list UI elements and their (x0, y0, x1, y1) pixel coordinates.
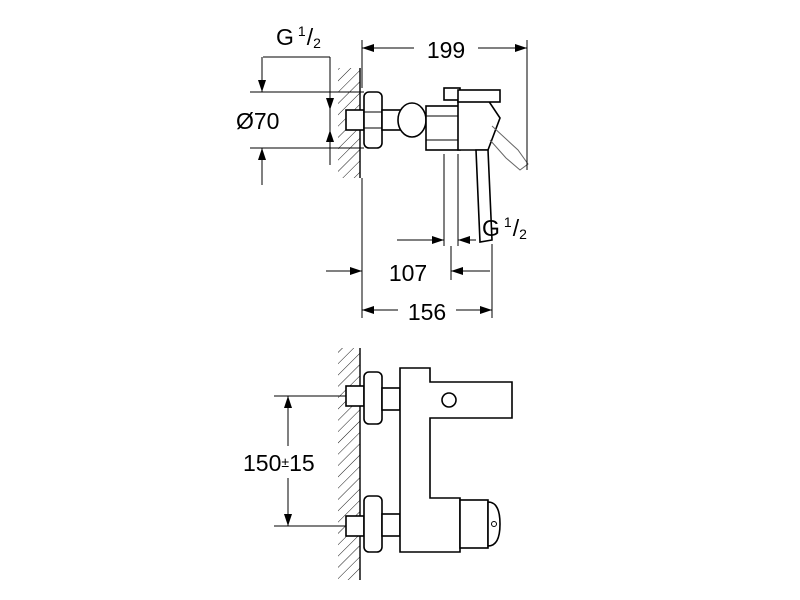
upper-inlet-pipe (345, 385, 365, 407)
dimension-spout-projection: 107 (326, 178, 490, 318)
spout (475, 149, 493, 243)
label-199: 199 (427, 37, 465, 63)
dimension-centre-distance: 150±15 (243, 395, 346, 527)
rosette (363, 91, 383, 149)
lower-inlet-pipe (345, 515, 365, 537)
front-view: 150±15 (243, 348, 513, 580)
label-156: 156 (408, 299, 446, 325)
centre-distance-label: 150±15 (243, 450, 315, 476)
upper-rosette (363, 371, 383, 425)
upper-union-nut (381, 387, 401, 411)
diverter-knob (459, 499, 489, 549)
front-mixer-body (399, 367, 513, 553)
lower-rosette (363, 495, 383, 553)
lever-alt-position (489, 125, 529, 171)
label-diameter: Ø70 (236, 108, 279, 134)
inlet-pipe (345, 109, 365, 131)
wall-front (338, 348, 361, 580)
lever-handle (457, 89, 501, 103)
lower-union-nut (381, 513, 401, 537)
dimension-body-projection: 156 (362, 244, 493, 325)
label-107: 107 (389, 260, 427, 286)
lever-housing (457, 99, 501, 151)
lever-pivot (441, 392, 457, 408)
dimension-rosette-diameter: Ø70 (236, 57, 364, 185)
eccentric-nut (397, 102, 427, 138)
dimension-projection-total: 199 (361, 37, 528, 170)
mixer-body (425, 105, 461, 151)
diverter-cap (487, 501, 501, 547)
